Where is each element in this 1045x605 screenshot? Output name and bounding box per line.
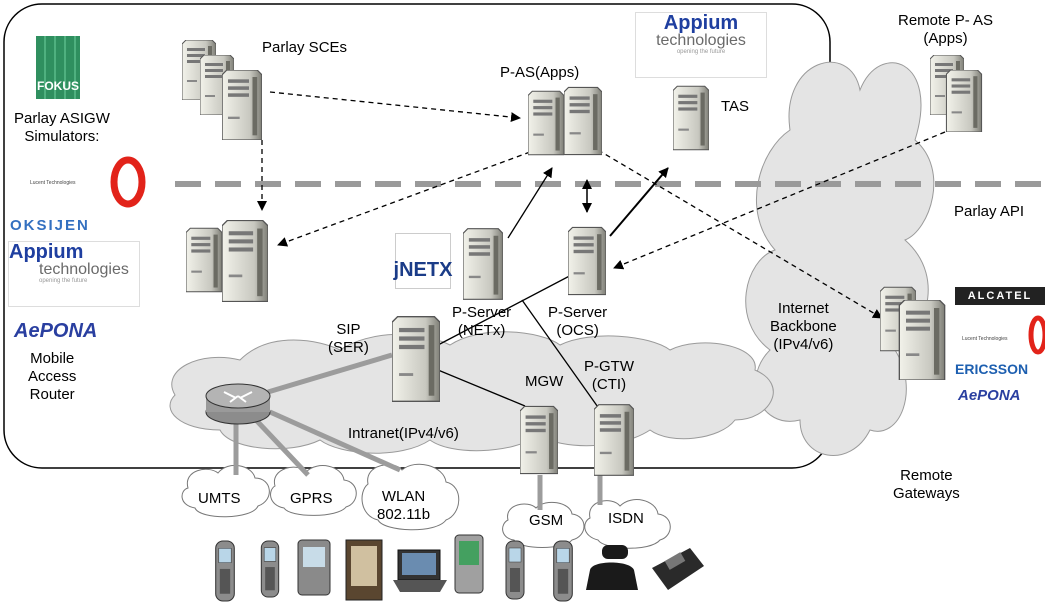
internet-backbone-cloud — [745, 61, 935, 456]
label-tas: TAS — [721, 98, 750, 115]
p-server-ocs — [568, 226, 606, 296]
fokus-logo: FOKUS — [36, 36, 80, 99]
aepona-logo-left: AePONA — [14, 320, 98, 342]
mgw-server — [520, 405, 558, 475]
appium-logo-left: Appium technologies opening the future — [8, 241, 140, 307]
ericsson-logo: ERICSSON — [955, 361, 1029, 377]
label-internet-backbone: Internet Backbone (IPv4/v6) — [770, 300, 837, 353]
label-parlay-api: Parlay API — [954, 203, 1025, 220]
terminal-devices — [215, 534, 704, 602]
label-gprs: GPRS — [290, 490, 333, 507]
p-gtw-server — [594, 404, 634, 476]
isdn-cloud — [584, 499, 671, 549]
label-gsm: GSM — [529, 512, 564, 529]
tas-server — [673, 85, 709, 151]
label-remote-gateways: Remote Gateways — [893, 467, 960, 502]
label-p-server-ocs: P-Server (OCS) — [548, 304, 608, 339]
asigw-simulator-servers — [186, 220, 268, 302]
label-remote-p-as: Remote P- AS (Apps) — [898, 12, 994, 47]
label-parlay-asigw-simulators: Parlay ASIGW Simulators: — [14, 110, 110, 145]
lucent-logo-right: Lucent Technologies — [962, 336, 1008, 342]
gsm-cloud — [502, 501, 585, 548]
appium-logo-top: Appium technologies opening the future — [635, 12, 767, 78]
label-mgw: MGW — [525, 373, 564, 390]
oksijen-logo: OKSIJEN — [10, 217, 90, 234]
umts-cloud — [181, 464, 270, 518]
label-p-gtw-cti: P-GTW (CTI) — [584, 358, 634, 393]
parlay-sce-servers — [182, 40, 262, 140]
label-p-server-netx: P-Server (NETx) — [452, 304, 512, 339]
label-mobile-access-router: Mobile Access Router — [28, 350, 77, 403]
p-as-servers — [528, 86, 602, 156]
mobile-access-router-icon — [205, 383, 271, 425]
label-wlan: WLAN 802.11b — [377, 488, 431, 523]
dashed-connections — [257, 91, 946, 319]
lucent-logo-left: Lucent Technologies — [30, 180, 76, 186]
jnetx-logo: jNETX — [394, 233, 452, 289]
router-links — [233, 352, 603, 510]
label-sip-ser: SIP (SER) — [328, 321, 369, 356]
label-p-as-apps: P-AS(Apps) — [500, 64, 580, 81]
label-intranet: Intranet(IPv4/v6) — [348, 425, 459, 442]
sip-ser-server — [392, 316, 440, 402]
label-parlay-sces: Parlay SCEs — [262, 39, 348, 56]
label-umts: UMTS — [198, 490, 241, 507]
remote-p-as-servers — [930, 55, 983, 132]
aepona-logo-right: AePONA — [958, 387, 1021, 404]
vodafone-logo-right — [1028, 315, 1045, 355]
label-isdn: ISDN — [608, 510, 644, 527]
wlan-cloud — [361, 463, 460, 531]
vodafone-logo — [110, 156, 146, 208]
p-server-netx — [463, 228, 503, 300]
alcatel-logo: ALCATEL — [955, 287, 1045, 305]
